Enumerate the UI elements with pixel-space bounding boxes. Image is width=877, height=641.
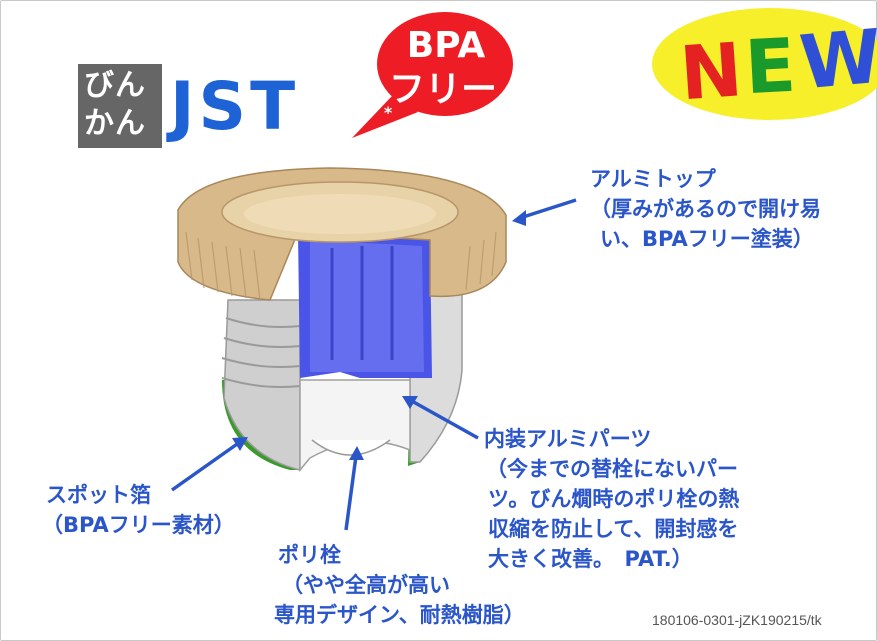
logo-box-line2: かん	[84, 106, 146, 141]
annotation-poly-plug-line3: 専用デザイン、耐熱樹脂）	[274, 603, 525, 627]
bpa-callout-bubble	[352, 12, 513, 138]
new-letter-w: W	[796, 14, 877, 107]
new-badge: N E W	[652, 8, 877, 120]
new-letter-e: E	[743, 23, 798, 112]
annotation-alumi-top-line2: （厚みがあるので開け易	[590, 197, 821, 221]
pointer-arrows	[170, 198, 577, 531]
bpa-callout-line1: BPA	[406, 25, 486, 66]
annotation-alumi-top-line3: い、BPAフリー塗装）	[600, 227, 814, 251]
binkan-logo-box: びん かん	[78, 64, 162, 148]
arrow-alumi-top	[519, 198, 577, 220]
arrow-poly-plug	[344, 455, 358, 531]
arrow-spot-foil	[170, 440, 242, 492]
bpa-callout-line2: フリー	[388, 69, 497, 110]
annotation-inner-alumi-line5: 大きく改善。 PAT.）	[488, 547, 693, 571]
document-code: 180106-0301-jZK190215/tk	[652, 612, 822, 628]
annotation-inner-alumi-line2: （今までの替栓にないパー	[486, 457, 738, 481]
logo-box-line1: びん	[84, 68, 146, 103]
bpa-callout-asterisk: *	[383, 103, 393, 122]
annotation-alumi-top-title: アルミトップ	[590, 167, 716, 191]
annotation-inner-alumi-line3: ツ。びん燗時のポリ栓の熱	[488, 487, 740, 511]
annotation-spot-foil-title: スポット箔	[46, 483, 151, 507]
arrow-inner-alumi	[409, 398, 479, 440]
annotation-poly-plug-title: ポリ栓	[278, 543, 341, 567]
new-letter-n: N	[677, 27, 745, 117]
annotation-spot-foil-line2: （BPAフリー素材）	[42, 513, 235, 537]
annotation-inner-alumi-line4: 収縮を防止して、開封感を	[488, 517, 739, 541]
annotation-poly-plug-line2: （やや全高が高い	[282, 573, 450, 597]
jst-logo-text: JST	[170, 68, 300, 145]
annotation-inner-alumi-title: 内装アルミパーツ	[484, 427, 652, 451]
cap-cutaway-illustration	[177, 167, 507, 473]
